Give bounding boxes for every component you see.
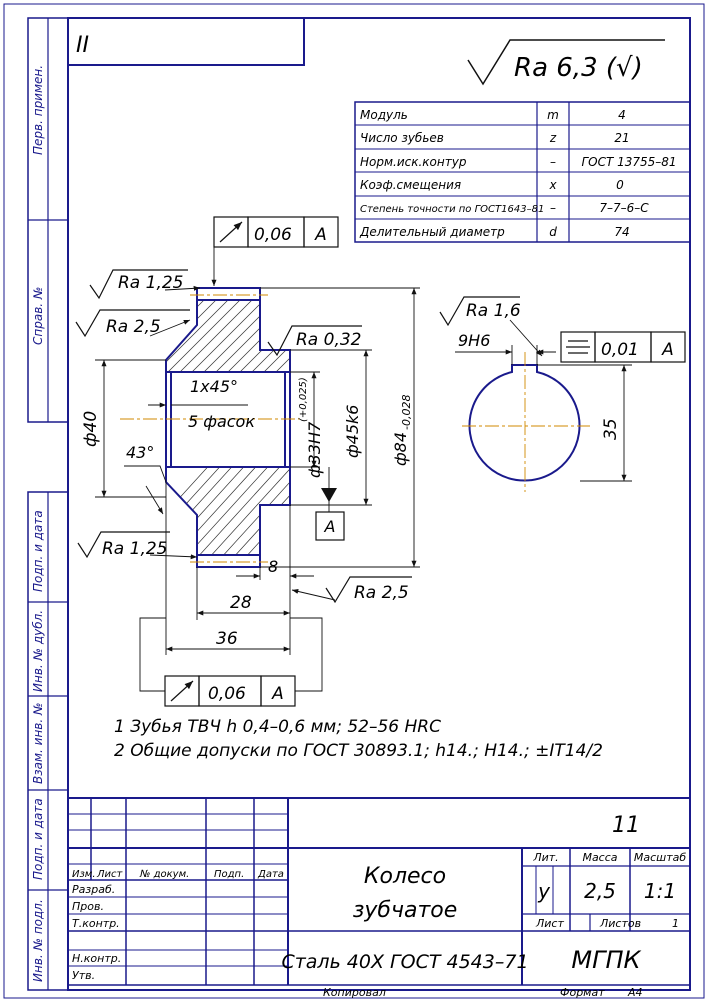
dim-dia-33-tol: (+0,025) <box>298 377 309 422</box>
keyway-view: 35 9Н6 Ra 1,6 0,01 А <box>439 296 686 492</box>
param-name-4: Степень точности по ГОСТ1643–81 <box>360 204 544 215</box>
symmetry-tol: 0,01 <box>601 340 639 360</box>
part-name-line1: Колесо <box>364 864 446 889</box>
side-label-vzam: Взам. инв. № <box>31 703 45 784</box>
param-value-0: 4 <box>618 108 626 122</box>
col-izm: Изм. <box>72 869 96 880</box>
dim-dia-40: ф40 <box>81 411 101 447</box>
datum-a-box: А <box>324 517 336 536</box>
side-label-sprav: Справ. № <box>31 287 45 345</box>
side-label-podp1: Подп. и дата <box>31 510 45 592</box>
side-strip: Перв. примен. Справ. № Подп. и дата Инв.… <box>27 17 69 991</box>
lit-value: у <box>537 879 551 903</box>
bore-with-keyway <box>468 364 581 482</box>
param-symbol-3: x <box>548 178 557 192</box>
param-name-0: Модуль <box>360 108 408 122</box>
mass-value: 2,5 <box>584 879 616 903</box>
sheets-value: 1 <box>672 917 679 930</box>
param-value-1: 21 <box>614 131 629 145</box>
general-roughness: Ra 6,3 (√) <box>467 39 665 86</box>
param-value-4: 7–7–6–С <box>599 201 649 215</box>
corner-code: ІІ <box>76 33 89 58</box>
param-value-5: 74 <box>614 225 629 239</box>
row-prov: Пров. <box>72 900 104 913</box>
doc-number: 11 <box>612 813 640 838</box>
lit-label: Лит. <box>532 851 558 864</box>
sheets-label: Листов <box>599 917 641 930</box>
note-1: 1 Зубья ТВЧ h 0,4–0,6 мм; 52–56 HRC <box>114 717 441 737</box>
dim-35: 35 <box>601 418 621 440</box>
roughness-marks: Ra 1,25 Ra 2,5 Ra 0,32 Ra 1,25 Ra 2,5 <box>75 269 412 604</box>
side-label-inv-dubl: Инв. № дубл. <box>31 610 45 692</box>
title-block: 11 Изм. Лист № докум. Подп. Дата Разраб.… <box>68 797 690 999</box>
gear-outline <box>165 288 291 568</box>
param-symbol-2: – <box>550 155 556 169</box>
scale-label: Масштаб <box>634 851 686 864</box>
dim-chamfers-count: 5 фасок <box>188 412 255 431</box>
ra-125-bottom: Ra 1,25 <box>102 539 168 559</box>
dim-angle: 43° <box>126 443 154 462</box>
general-roughness-text: Ra 6,3 (√) <box>514 53 643 83</box>
param-value-3: 0 <box>616 178 624 192</box>
runout-top-datum: А <box>314 225 327 245</box>
row-utv: Утв. <box>72 969 95 982</box>
runout-bottom-tol: 0,06 <box>208 684 246 704</box>
note-2: 2 Общие допуски по ГОСТ 30893.1; h14.; H… <box>114 741 603 761</box>
corner-code-box: ІІ <box>67 17 305 66</box>
dim-dia-84-tol: -0,028 <box>400 395 413 430</box>
mass-label: Масса <box>582 851 617 864</box>
param-symbol-0: m <box>547 108 559 122</box>
col-list: Лист <box>96 869 124 880</box>
runout-bottom-datum: А <box>271 684 284 704</box>
technical-notes: 1 Зубья ТВЧ h 0,4–0,6 мм; 52–56 HRC 2 Об… <box>114 717 603 761</box>
keyway-fit: 9Н6 <box>458 331 490 350</box>
param-symbol-4: – <box>550 201 556 215</box>
dim-8: 8 <box>268 557 278 576</box>
param-name-3: Коэф.смещения <box>360 178 461 192</box>
ra-16: Ra 1,6 <box>466 301 521 321</box>
symmetry-datum: А <box>661 340 674 360</box>
sheet-border <box>3 3 705 999</box>
param-name-5: Делительный диаметр <box>359 225 505 239</box>
runout-bottom: 0,06 А <box>139 617 323 707</box>
col-sign: Подп. <box>214 869 244 880</box>
side-label-inv-podl: Инв. № подл. <box>31 899 45 982</box>
copied-label: Копировал <box>323 986 386 999</box>
format-value: А4 <box>627 986 643 999</box>
side-label-perv: Перв. примен. <box>31 65 45 155</box>
side-label-podp2: Подп. и дата <box>31 798 45 880</box>
organization: МГПК <box>571 946 641 974</box>
param-symbol-5: d <box>549 225 557 239</box>
row-tkontr: Т.контр. <box>72 917 120 930</box>
param-name-2: Норм.иск.контур <box>360 155 467 169</box>
runout-top-tol: 0,06 <box>254 225 292 245</box>
part-name-line2: зубчатое <box>353 898 458 923</box>
section-dimensions: ф40 1x45° 5 фасок 43° ф33Н7 (+0,025) А ф… <box>81 287 420 655</box>
col-date: Дата <box>257 869 284 880</box>
param-table: Модуль m 4 Число зубьев z 21 Норм.иск.ко… <box>354 101 691 243</box>
param-name-1: Число зубьев <box>360 131 444 145</box>
col-doc: № докум. <box>139 869 189 880</box>
dim-dia-45: ф45k6 <box>343 405 362 458</box>
dim-dia-33: ф33Н7 <box>305 421 324 478</box>
runout-top: 0,06 А <box>211 216 339 286</box>
sheet-label: Лист <box>535 917 564 930</box>
ra-25-top: Ra 2,5 <box>106 317 161 337</box>
row-razrab: Разраб. <box>72 883 115 896</box>
row-nkontr: Н.контр. <box>72 952 121 965</box>
dim-36: 36 <box>216 629 238 649</box>
format-label: Формат <box>560 986 605 999</box>
ra-25-bottom: Ra 2,5 <box>354 583 409 603</box>
dim-dia-84: ф84 <box>391 432 410 466</box>
dim-chamfer: 1x45° <box>190 377 238 396</box>
param-value-2: ГОСТ 13755–81 <box>581 155 676 169</box>
material: Сталь 40Х ГОСТ 4543–71 <box>281 951 528 973</box>
param-symbol-1: z <box>549 131 557 145</box>
ra-032: Ra 0,32 <box>296 330 362 350</box>
dim-28: 28 <box>230 593 252 613</box>
scale-value: 1:1 <box>644 879 676 903</box>
ra-125-top: Ra 1,25 <box>118 273 184 293</box>
